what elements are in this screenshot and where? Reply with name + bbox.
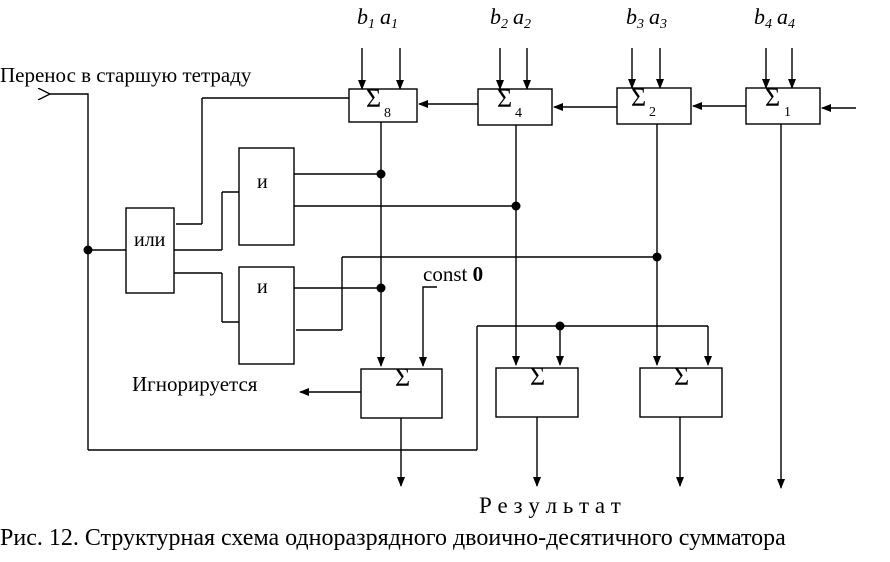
correction-bus — [88, 325, 712, 451]
svg-text:Σ: Σ — [765, 83, 780, 112]
adder-sigma-1: Σ 1 — [745, 83, 821, 125]
svg-text:и: и — [257, 171, 268, 193]
svg-text:8: 8 — [384, 106, 391, 121]
and-inputs — [294, 173, 657, 331]
svg-text:Σ: Σ — [631, 83, 646, 112]
adder-sigma-2: Σ 2 — [616, 83, 692, 125]
svg-text:Σ: Σ — [497, 84, 512, 113]
bottom-adder-2: Σ — [495, 362, 579, 418]
const-zero-label: const 0 — [423, 262, 483, 286]
bottom-adder-1: Σ — [360, 363, 443, 419]
svg-text:Σ: Σ — [366, 84, 381, 113]
result-wires — [397, 417, 684, 487]
or-gate: или — [125, 207, 175, 294]
result-label: Р е з у л ь т а т — [479, 493, 621, 518]
junction-dots — [83, 169, 662, 331]
svg-text:2: 2 — [649, 105, 656, 120]
bottom-adder-3: Σ — [639, 362, 723, 418]
svg-text:и: и — [257, 276, 268, 298]
carry-out-label: Перенос в старшую тетраду — [0, 63, 252, 87]
ignored-label: Игнорируется — [132, 372, 258, 396]
figure-caption: Рис. 12. Структурная схема одноразрядног… — [0, 525, 786, 551]
or-inputs — [88, 191, 239, 323]
svg-text:4: 4 — [515, 106, 522, 121]
svg-text:Σ: Σ — [530, 362, 545, 391]
carry-out-wire — [50, 94, 349, 450]
adder-sigma-8: Σ 8 — [348, 84, 418, 123]
input-arrows — [358, 48, 796, 90]
svg-text:или: или — [134, 229, 166, 251]
svg-text:1: 1 — [784, 105, 791, 120]
and-gate-2: и — [238, 266, 295, 365]
carry-chain — [418, 100, 856, 112]
svg-text:Σ: Σ — [674, 362, 689, 391]
adder-sigma-4: Σ 4 — [477, 84, 553, 126]
sum-wires — [377, 122, 785, 489]
svg-text:Σ: Σ — [395, 363, 410, 392]
and-gate-1: и — [238, 147, 295, 246]
const-zero-wire — [419, 286, 437, 367]
